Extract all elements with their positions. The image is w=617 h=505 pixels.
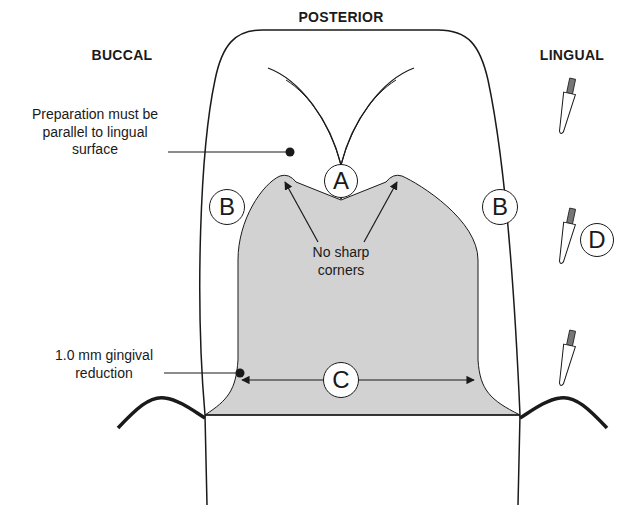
callout-circle: C <box>323 362 359 398</box>
callout-letter: B <box>219 195 235 219</box>
bur-icon <box>555 329 578 386</box>
note-text: No sharp corners <box>293 244 389 279</box>
bur-icon <box>555 207 578 264</box>
callout-letter: A <box>333 169 349 193</box>
diagram-title: POSTERIOR <box>261 9 421 27</box>
callout-letter: B <box>492 195 508 219</box>
callout-circle: D <box>580 223 614 257</box>
side-label: LINGUAL <box>530 47 614 65</box>
note-text: 1.0 mm gingival reduction <box>48 347 160 382</box>
note-text: Preparation must be parallel to lingual … <box>27 106 163 159</box>
callout-circle: A <box>324 164 358 198</box>
bur-icon <box>555 77 578 134</box>
callout-circle: B <box>209 189 245 225</box>
callout-letter: C <box>332 368 349 392</box>
bur-icons <box>555 77 578 386</box>
side-label: BUCCAL <box>67 47 177 65</box>
callout-letter: D <box>588 228 605 252</box>
callout-circle: B <box>482 189 518 225</box>
